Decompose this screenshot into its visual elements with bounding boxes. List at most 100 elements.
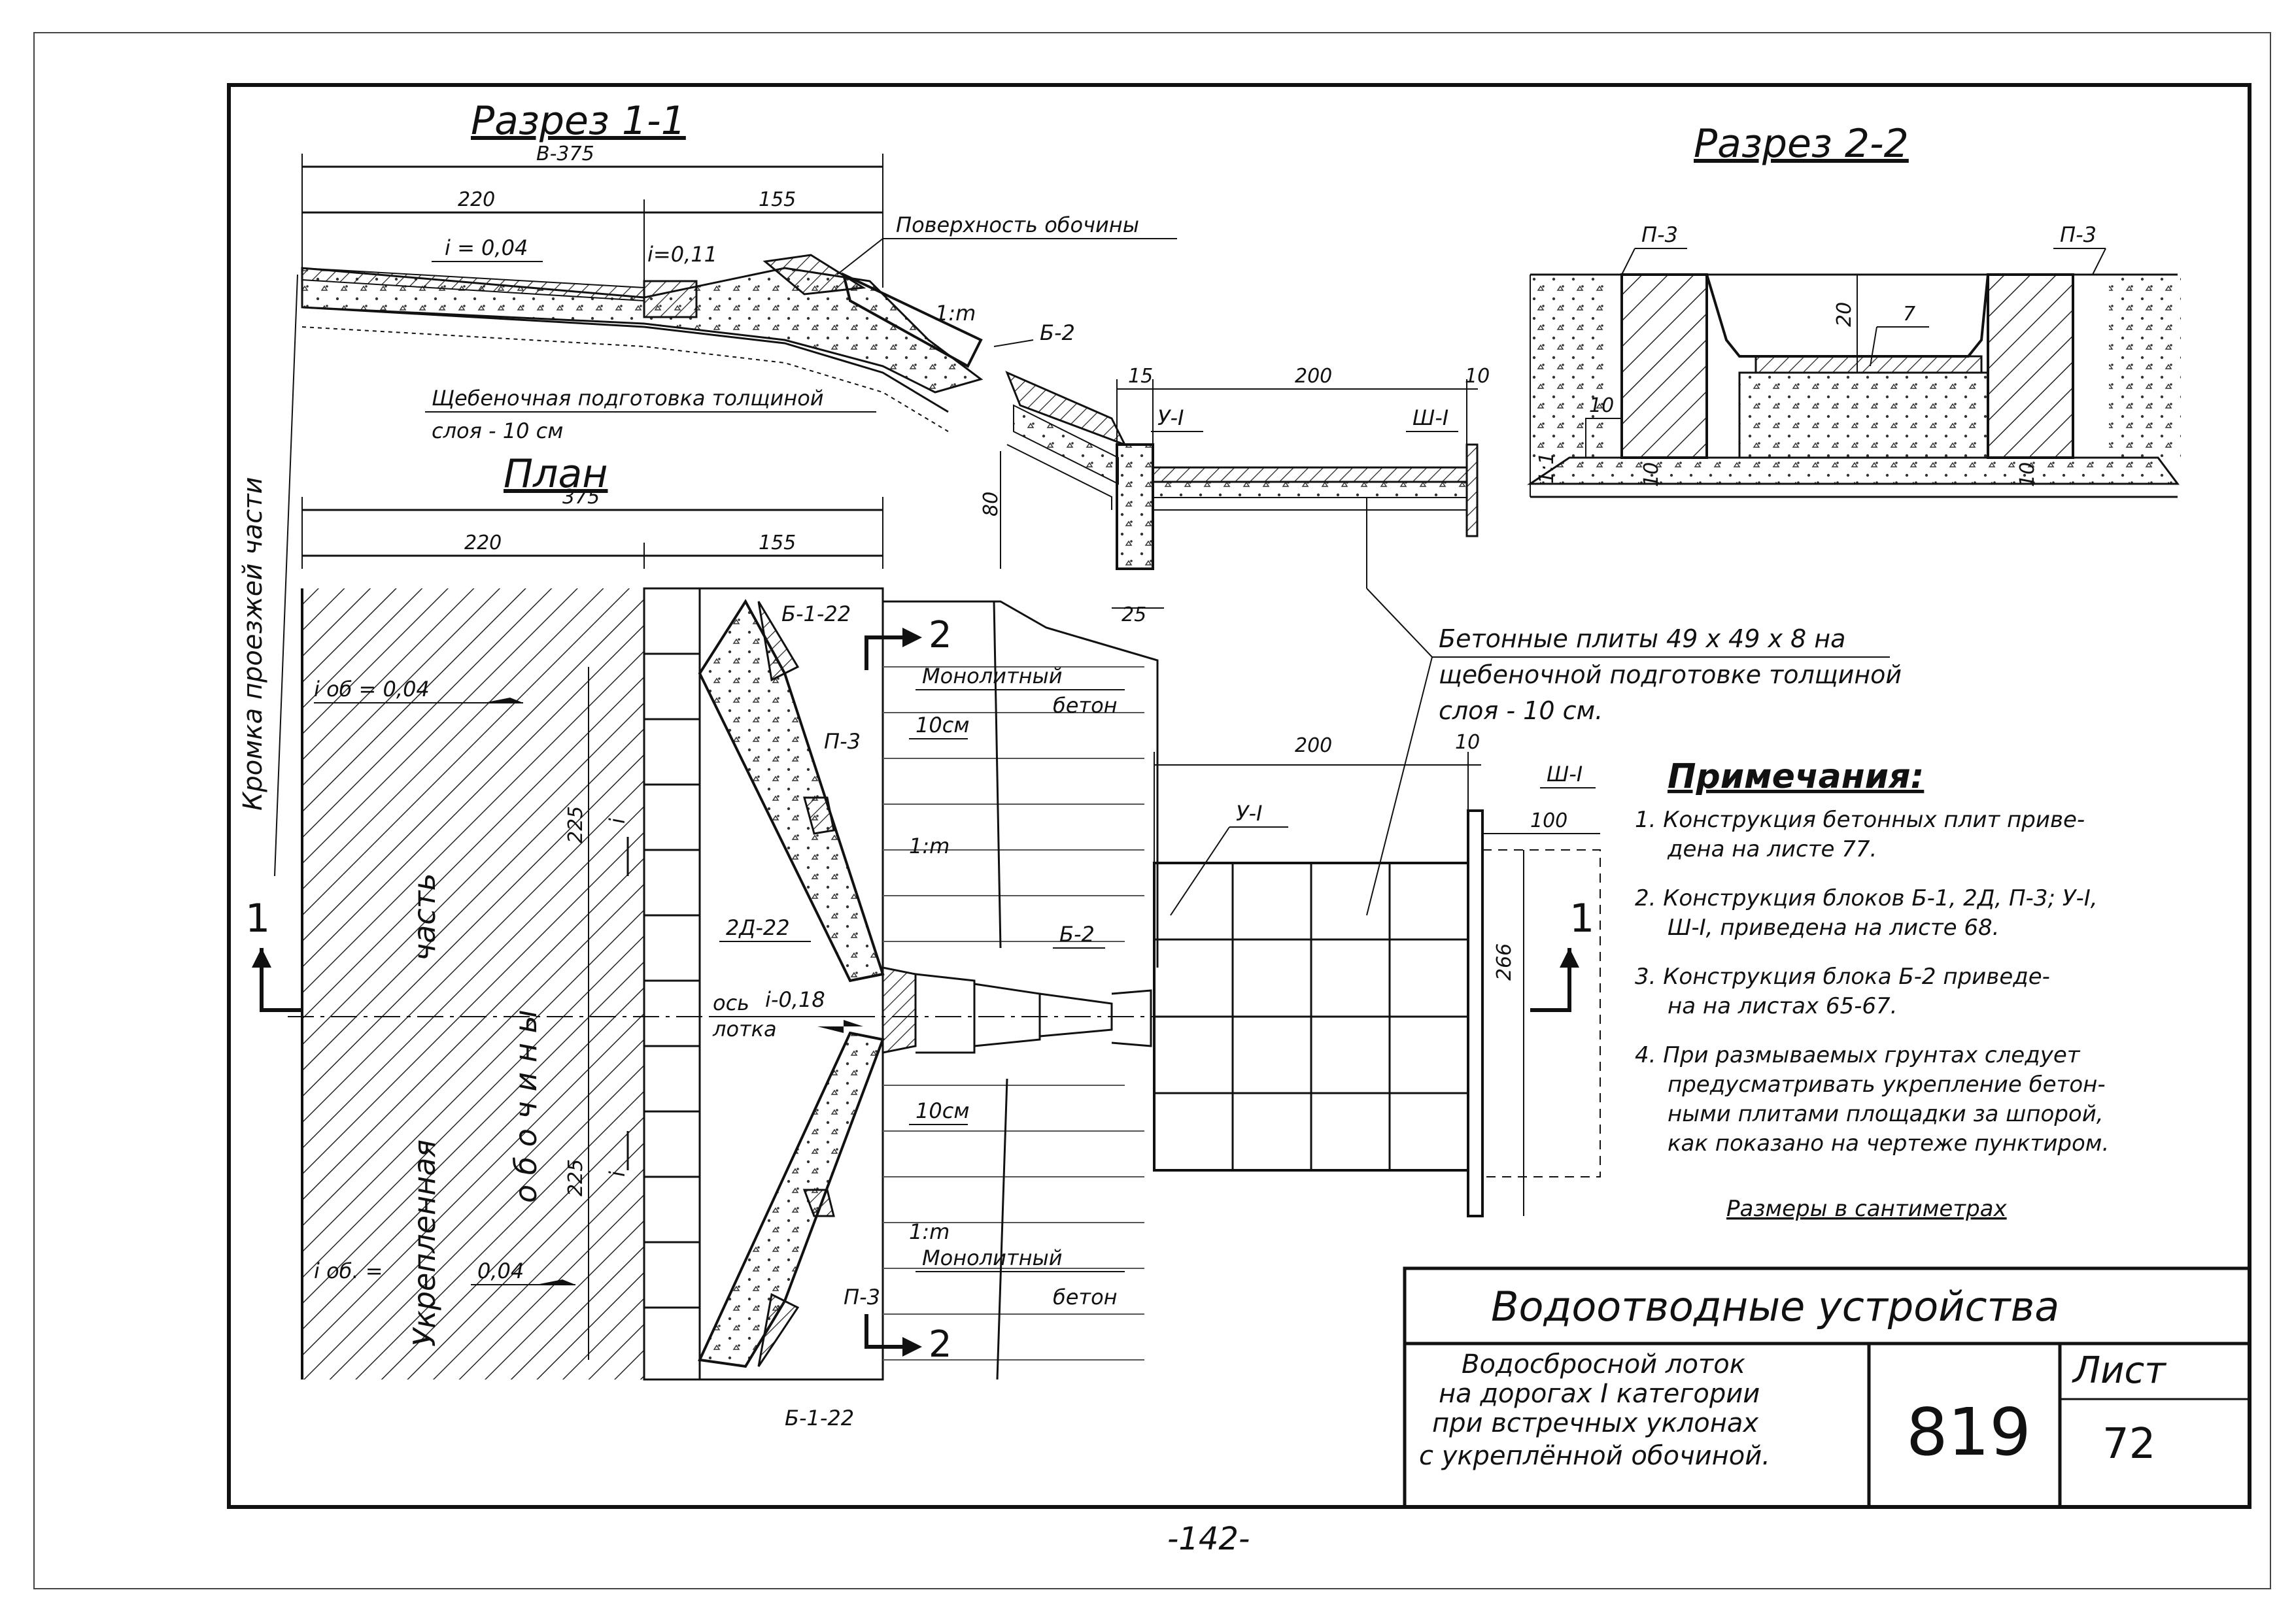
section-1-1-dim-200: 200 [1295,365,1332,388]
plan-slope-i-bottom: i [605,1171,630,1177]
page-number: -142- [1167,1521,1250,1557]
plan-plates-note-3: слоя - 10 см. [1439,696,1603,725]
plan-shoulder [302,588,644,1379]
plan-ratio-bottom: 1:m [909,1219,950,1244]
plan-monolith-bottom-2: бетон [1053,1285,1118,1310]
plan-block-b2: Б-2 [1059,922,1095,947]
plan-block-sh1: Ш-I [1547,762,1583,787]
plan-dim-225-bottom: 225 [564,1159,587,1196]
section-1-1-block-sh1: Ш-I [1412,405,1448,430]
plan-slope-bottom-prefix: i об. = [314,1259,383,1283]
plan-plates-note-1: Бетонные плиты 49 х 49 х 8 на [1439,624,1845,653]
main-frame [227,83,2251,1509]
plan-block-2d22: 2Д-22 [726,915,790,940]
section-1-1-slope-ratio: 1:m [935,301,976,326]
plan-block-b1-22-bottom: Б-1-22 [785,1406,854,1430]
plan-vertical-word-3: о б о ч и н ы [508,1009,543,1203]
section-2-2-slope-11: 1:1 [1535,452,1558,484]
section-1-1-dim-15: 15 [1128,365,1153,388]
plan-axis-label-1: ось [713,990,749,1015]
section-1-1-tooth [1116,443,1154,570]
title-block-sheet-label: Лист [2072,1349,2166,1392]
plan-slope-i-top: i [605,818,630,824]
plan-axis-label-2: лотка [712,1017,777,1041]
plan-monolith-top-2: бетон [1053,693,1118,718]
plan-dim-375: 375 [562,486,600,509]
section-1-1-slope-main: i = 0,04 [445,235,528,260]
plan-dim-155: 155 [759,532,796,554]
section-1-1-gravel-note-2: слоя - 10 см [432,418,563,443]
plan-monolith-bottom-1: Монолитный [922,1245,1063,1270]
section-1-1-block-b2: Б-2 [1040,320,1075,345]
plan-section-mark-2-bottom: 2 [929,1323,952,1366]
section-1-1: Разрез 1-1 В-375 220 155 i = 0,04 i=0,11… [301,98,1490,626]
section-2-2-dim-10b: 10 [1640,462,1663,487]
note-4-line-1: 4. При размываемых грунтах следует [1635,1042,2081,1068]
note-1-line-2: дена на листе 77. [1667,836,1877,862]
title-block: Водоотводные устройства Водосбросной лот… [1403,1266,2251,1509]
plan-dim-225-top: 225 [564,806,587,843]
section-1-1-dim-155: 155 [759,188,796,211]
carriageway-edge-label: Кромка проезжей части [238,477,268,811]
section-2-2: Разрез 2-2 П-3 П-3 20 7 10 1:1 10 10 [1527,121,2181,498]
section-2-2-dim-20: 20 [1833,302,1856,327]
plan-ratio-top: 1:m [909,834,950,858]
plan-section-mark-1-right: 1 [1569,896,1594,941]
plan-dim-200: 200 [1295,734,1332,757]
title-block-title: Водоотводные устройства [1491,1283,2059,1330]
section-1-1-stop [1465,443,1479,537]
section-1-1-title: Разрез 1-1 [471,98,686,144]
plan-dim-10: 10 [1455,731,1480,754]
section-1-1-block-u1: У-I [1157,405,1184,430]
notes-heading: Примечания: [1668,757,1924,796]
plan-slope-top: i об = 0,04 [314,677,430,702]
note-2-line-2: Ш-I, приведена на листе 68. [1668,915,1999,941]
section-1-1-surface-label: Поверхность обочины [896,212,1139,237]
plan-axis-slope: i-0,18 [765,987,825,1012]
title-block-number: 819 [1906,1394,2031,1470]
title-block-desc-4: с укреплённой обочиной. [1419,1441,1770,1471]
section-1-1-dim-10: 10 [1465,365,1490,388]
section-1-1-gravel-note-1: Щебеночная подготовка толщиной [432,386,824,411]
title-block-sheet-number: 72 [2102,1420,2155,1468]
plan-10cm-top: 10см [916,713,969,737]
plan-dim-100: 100 [1530,809,1567,832]
plan-plates-note-2: щебеночной подготовке толщиной [1439,660,1902,689]
section-1-1-slope-small: i=0,11 [647,242,717,267]
plan-block-p3-bottom: П-3 [844,1285,880,1310]
note-4-line-4: как показано на чертеже пунктиром. [1668,1130,2109,1157]
notes-units: Размеры в сантиметрах [1726,1196,2008,1222]
plan-vertical-word-2: часть [407,873,442,961]
section-1-1-dim-25: 25 [1121,603,1146,626]
outer-border [33,32,2271,1589]
plan-block-p3-top: П-3 [824,729,861,754]
title-block-desc-1: Водосбросной лоток [1462,1349,1745,1379]
note-4-line-2: предусматривать укрепление бетон- [1668,1072,2106,1098]
plan-slope-bottom-value: 0,04 [477,1259,524,1283]
title-block-desc-3: при встречных уклонах [1432,1408,1758,1438]
note-1-line-1: 1. Конструкция бетонных плит приве- [1635,807,2085,833]
note-3-line-1: 3. Конструкция блока Б-2 приведе- [1635,964,2050,990]
plan-dim-266: 266 [1493,943,1516,981]
title-block-desc-2: на дорогах I категории [1439,1379,1760,1409]
plan-vertical-word-1: Укрепленная [407,1140,442,1347]
note-4-line-3: ными плитами площадки за шпорой, [1668,1101,2104,1127]
plan-view: План 375 220 155 [245,451,1902,1430]
plan-section-mark-1-left: 1 [245,896,270,941]
plan-monolith-top-1: Монолитный [922,664,1063,688]
section-2-2-dim-10c: 10 [2016,462,2039,487]
section-1-1-dim-total: В-375 [536,143,594,165]
section-2-2-dim-10a: 10 [1589,394,1614,417]
notes-block: Примечания: 1. Конструкция бетонных плит… [1635,757,2109,1222]
plan-block-b1-22-top: Б-1-22 [781,601,851,626]
note-2-line-1: 2. Конструкция блоков Б-1, 2Д, П-3; У-I, [1635,885,2098,911]
plan-block-u1: У-I [1236,801,1262,826]
section-1-1-dim-220: 220 [458,188,495,211]
section-2-2-title: Разрез 2-2 [1694,121,1909,167]
section-1-1-dim-80: 80 [980,492,1002,516]
section-2-2-block-right [1987,273,2074,459]
section-2-2-p3-left: П-3 [1641,222,1678,247]
plan-10cm-bottom: 10см [916,1098,969,1123]
plan-dim-220: 220 [464,532,502,554]
note-3-line-2: на на листах 65-67. [1668,993,1897,1019]
